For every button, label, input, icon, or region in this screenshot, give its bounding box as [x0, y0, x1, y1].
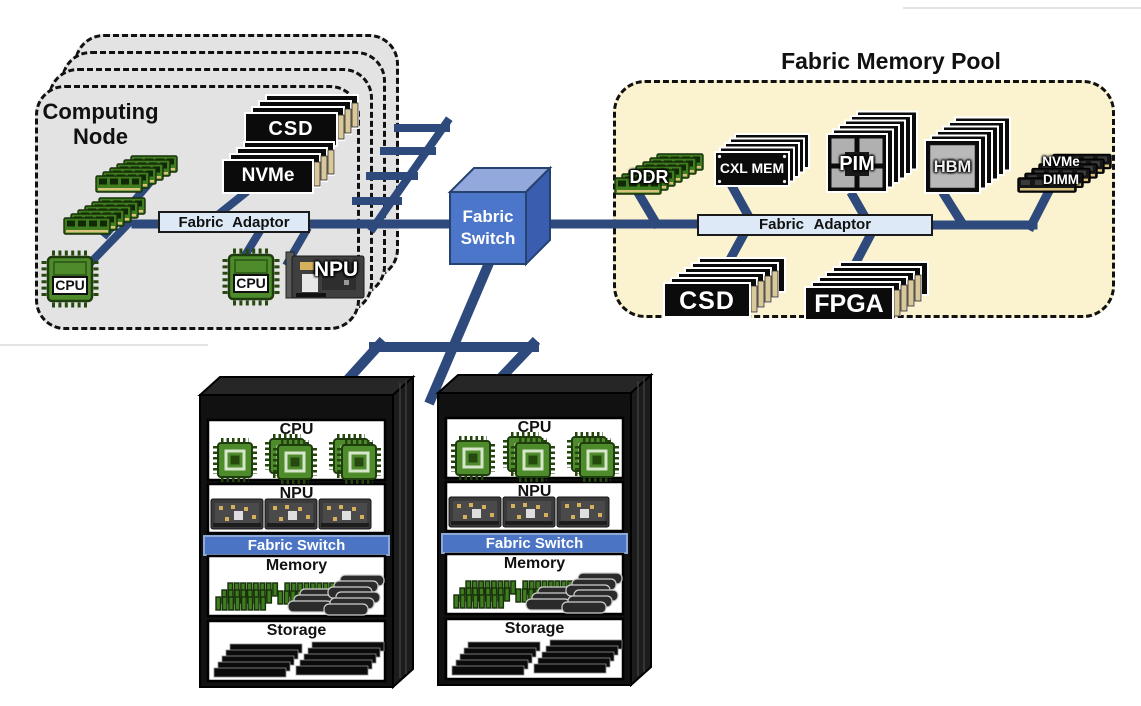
rack1-storage-title: Storage: [266, 622, 327, 639]
hbm-stack: [924, 116, 1011, 194]
top-right-hairline: [903, 7, 1141, 9]
cxl-mem-label: CXL MEM: [719, 160, 785, 176]
npu-card: [285, 251, 365, 299]
fabric-switch-label: Fabric Switch: [460, 207, 516, 249]
node-fabric-adaptor: Fabric Adaptor: [158, 211, 310, 233]
computing-node-title: Computing Node: [42, 99, 159, 150]
rack1-npu-title: NPU: [279, 485, 314, 502]
wire-switch-down-trunk: [424, 256, 496, 406]
fpga-label: FPGA: [814, 290, 884, 318]
rack1-fabric-switch-bar: Fabric Switch: [247, 537, 346, 554]
fabric-memory-pool-title: Fabric Memory Pool: [781, 48, 1001, 74]
fpga-stack: [804, 261, 929, 321]
nvme-dimm-label: NVMe DIMM: [1042, 154, 1080, 187]
nvme-stack: [222, 141, 335, 194]
pool-fabric-adaptor: Fabric Adaptor: [697, 214, 933, 236]
rack2-memory-title: Memory: [503, 555, 566, 572]
hbm-label: HBM: [933, 158, 972, 176]
csd-label: CSD: [268, 118, 314, 140]
rack2-npu-title: NPU: [517, 483, 552, 500]
wire-hbm: [938, 189, 969, 230]
pim-label: PIM: [839, 153, 875, 175]
csd-stack: [244, 94, 359, 147]
cxl-mem-stack: [714, 133, 810, 187]
dimm-stack-upper: [95, 155, 178, 193]
wire-nvme-adaptor: [213, 188, 250, 220]
pool-csd-label: CSD: [679, 287, 735, 315]
rack1-memory-title: Memory: [265, 557, 328, 574]
nvme-label: NVMe: [241, 165, 295, 186]
rack1-cpu-title: CPU: [279, 421, 314, 438]
dimm-stack-lower: [63, 197, 146, 235]
cpu1-label: CPU: [52, 276, 88, 295]
ddr-label: DDR: [629, 167, 669, 187]
pim-stack: [826, 110, 918, 193]
fabric-switch-cube: [447, 165, 553, 267]
wire-ddr: [633, 189, 663, 230]
rack2-cpu-title: CPU: [517, 419, 552, 436]
wire-cxl: [726, 181, 756, 224]
npu-label: NPU: [313, 258, 359, 281]
bottom-left-hairline: [0, 344, 208, 346]
rack2-storage-title: Storage: [504, 620, 565, 637]
rack2-fabric-switch-bar: Fabric Switch: [485, 535, 584, 552]
cpu2-label: CPU: [233, 274, 269, 293]
wire-pim: [846, 189, 872, 224]
wire-nvme-dimm: [1024, 184, 1056, 233]
pool-csd-stack: [663, 257, 786, 318]
